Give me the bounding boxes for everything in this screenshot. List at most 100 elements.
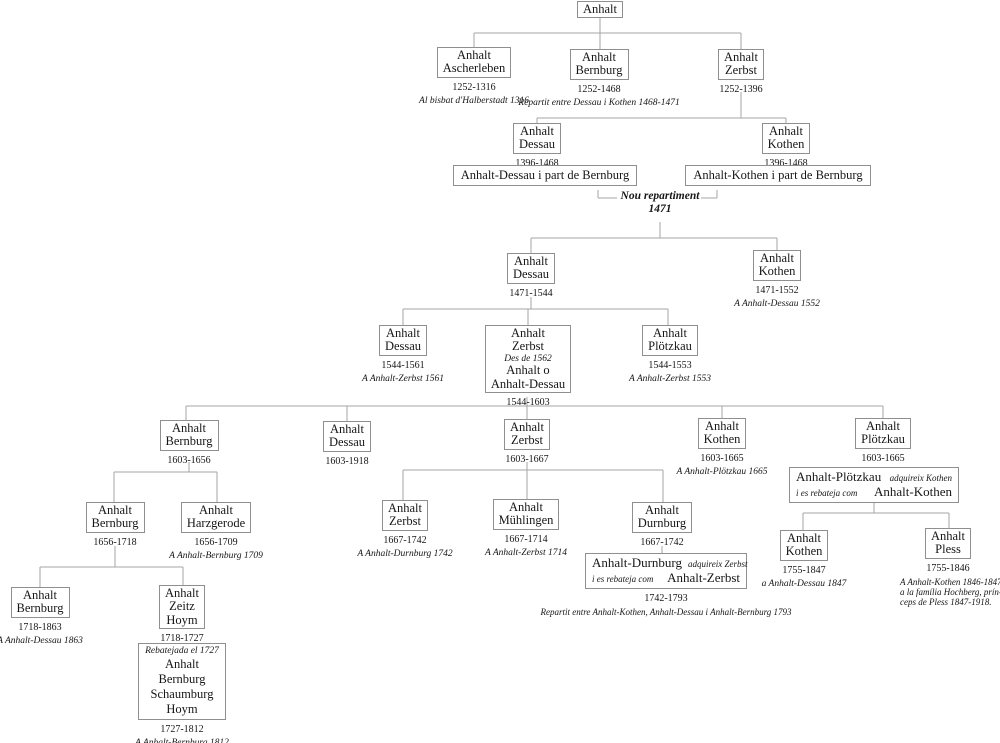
rename-new-name: Anhalt-Zerbst xyxy=(667,569,740,585)
node-title-2: Anhalt o Anhalt-Dessau xyxy=(490,363,566,391)
node-anhalt-dessau-1544: Anhalt Dessau 1544-1561 A Anhalt-Zerbst … xyxy=(333,325,473,384)
node-anhalt-kothen-1603: Anhalt Kothen 1603-1665 A Anhalt-Plötzka… xyxy=(647,418,797,477)
node-box: Anhalt Dessau xyxy=(322,421,372,452)
node-dates: 1396-1468 xyxy=(515,157,559,169)
node-title: Anhalt Bernburg xyxy=(165,421,213,449)
node-note: A Anhalt-Bernburg 1812 xyxy=(135,737,229,743)
node-box: Anhalt xyxy=(576,1,624,19)
node-anhalt-dessau-1603: Anhalt Dessau 1603-1918 xyxy=(297,421,397,467)
node-durnburg-rename: Anhalt-Durnburg adquireix Zerbst i es re… xyxy=(506,553,826,617)
node-box: Anhalt Mühlingen xyxy=(492,499,560,530)
node-note: A Anhalt-Zerbst 1714 xyxy=(485,547,567,558)
node-title: Anhalt Zerbst xyxy=(510,326,545,354)
node-anhalt-bernburg-1718: Anhalt Bernburg 1718-1863 A Anhalt-Dessa… xyxy=(0,587,88,646)
node-note: a Anhalt-Dessau 1847 xyxy=(761,578,847,589)
node-box: Anhalt Pless xyxy=(924,528,972,559)
node-box: Anhalt Zerbst xyxy=(717,49,765,80)
node-dates: 1727-1812 xyxy=(160,723,204,735)
rename-action: adquireix Zerbst xyxy=(688,559,748,569)
node-anhalt-bernburg-schaumburg-hoym: Rebatejada el 1727 Anhalt Bernburg Schau… xyxy=(117,643,247,743)
node-anhalt-bernburg-1656: Anhalt Bernburg 1656-1718 xyxy=(65,502,165,548)
node-box: Anhalt Kothen xyxy=(779,530,829,561)
node-note: A Anhalt-Dessau 1863 xyxy=(0,635,83,646)
node-anhalt-bernburg-1252: Anhalt Bernburg 1252-1468 Repartit entre… xyxy=(489,49,709,108)
node-title: Anhalt Zerbst xyxy=(387,501,423,529)
node-anhalt-ascherleben: Anhalt Ascherleben 1252-1316 Al bisbat d… xyxy=(389,47,559,106)
node-dates: 1755-1846 xyxy=(926,562,970,574)
node-box: Anhalt Durnburg xyxy=(631,502,693,533)
node-note: A Anhalt-Durnburg 1742 xyxy=(357,548,453,559)
node-title: Anhalt Dessau xyxy=(384,326,422,354)
node-note: A Anhalt-Dessau 1552 xyxy=(734,298,820,309)
node-dates: 1718-1727 xyxy=(160,632,204,644)
node-title: Anhalt Kothen xyxy=(703,419,741,447)
node-title: Anhalt Dessau xyxy=(328,422,366,450)
node-box: Anhalt Zerbst xyxy=(503,419,551,450)
node-title: Anhalt Kothen xyxy=(785,531,823,559)
node-dates: 1603-1918 xyxy=(325,455,369,467)
node-box: Anhalt Zerbst xyxy=(381,500,429,531)
node-dates: 1667-1714 xyxy=(504,533,548,545)
node-note: Repartit entre Anhalt-Kothen, Anhalt-Des… xyxy=(540,606,792,617)
node-anhalt-harzgerode: Anhalt Harzgerode 1656-1709 A Anhalt-Ber… xyxy=(141,502,291,561)
rename-old-name: Anhalt-Durnburg xyxy=(592,555,683,570)
node-dates: 1252-1468 xyxy=(577,83,621,95)
repartiment-line1: Nou repartiment xyxy=(620,190,700,202)
node-dates: 1603-1667 xyxy=(505,453,549,465)
node-box: Anhalt Kothen xyxy=(697,418,747,449)
node-title: Anhalt Pless xyxy=(930,529,966,557)
node-dates: 1667-1742 xyxy=(383,534,427,546)
node-dates: 1755-1847 xyxy=(782,564,826,576)
node-dates: 1544-1561 xyxy=(381,359,425,371)
node-plotzkau-rename: Anhalt-Plötzkau adquireix Kothen i es re… xyxy=(789,467,959,503)
node-box: Anhalt-Kothen i part de Bernburg xyxy=(685,165,871,186)
node-box: Anhalt-Durnburg adquireix Zerbst i es re… xyxy=(585,553,747,589)
node-anhalt-dessau-1396: Anhalt Dessau 1396-1468 xyxy=(487,123,587,169)
node-title: Anhalt Zeitz Hoym xyxy=(164,586,200,627)
node-dates: 1544-1603 xyxy=(506,396,550,408)
node-note: Al bisbat d'Halberstadt 1316 xyxy=(419,95,529,106)
node-title: Anhalt Bernburg Schaumburg Hoym xyxy=(150,656,214,716)
node-note: A Anhalt-Zerbst 1553 xyxy=(629,373,711,384)
node-anhalt-kothen-1755: Anhalt Kothen 1755-1847 a Anhalt-Dessau … xyxy=(739,530,869,589)
node-dates: 1603-1665 xyxy=(861,452,905,464)
rename-action-2: i es rebateja com xyxy=(592,573,654,584)
node-dates: 1656-1718 xyxy=(93,536,137,548)
node-box: Anhalt Bernburg xyxy=(85,502,145,533)
node-box: Anhalt Dessau xyxy=(378,325,428,356)
node-dates: 1252-1316 xyxy=(452,81,496,93)
node-anhalt-dessau-part: Anhalt-Dessau i part de Bernburg xyxy=(445,165,645,186)
node-dates: 1603-1665 xyxy=(700,452,744,464)
rename-action: adquireix Kothen xyxy=(889,473,952,483)
node-note: A Anhalt-Zerbst 1561 xyxy=(362,373,444,384)
node-title: Anhalt Zerbst xyxy=(723,50,759,78)
node-anhalt-plotzkau-1603: Anhalt Plötzkau 1603-1665 xyxy=(833,418,933,464)
node-box: Anhalt Zerbst Des de 1562 Anhalt o Anhal… xyxy=(484,325,572,393)
rename-action-2: i es rebateja com xyxy=(796,487,858,498)
node-title: Anhalt Kothen xyxy=(758,251,796,279)
node-title: Anhalt Harzgerode xyxy=(186,503,246,531)
node-anhalt-pless: Anhalt Pless 1755-1846 A Anhalt-Kothen 1… xyxy=(888,528,1000,607)
node-box: Anhalt Bernburg xyxy=(159,420,219,451)
rename-old-name: Anhalt-Plötzkau xyxy=(796,469,882,484)
node-anhalt-zerbst-1544: Anhalt Zerbst Des de 1562 Anhalt o Anhal… xyxy=(468,325,588,408)
node-dates: 1544-1553 xyxy=(648,359,692,371)
rename-new-name: Anhalt-Kothen xyxy=(874,483,952,499)
node-box: Anhalt Dessau xyxy=(512,123,562,154)
node-box: Anhalt Kothen xyxy=(752,250,802,281)
node-anhalt-durnburg: Anhalt Durnburg 1667-1742 xyxy=(612,502,712,548)
node-box: Anhalt Dessau xyxy=(506,253,556,284)
node-box: Rebatejada el 1727 Anhalt Bernburg Schau… xyxy=(138,643,226,720)
node-box: Anhalt Kothen xyxy=(761,123,811,154)
node-box: Anhalt Ascherleben xyxy=(436,47,512,78)
node-dates: 1656-1709 xyxy=(194,536,238,548)
node-title: Anhalt Bernburg xyxy=(91,503,139,531)
node-dates: 1667-1742 xyxy=(640,536,684,548)
node-dates: 1471-1552 xyxy=(755,284,799,296)
node-dates: 1603-1656 xyxy=(167,454,211,466)
node-anhalt-kothen-part: Anhalt-Kothen i part de Bernburg xyxy=(678,165,878,186)
node-anhalt-zeitz-hoym: Anhalt Zeitz Hoym 1718-1727 xyxy=(132,585,232,644)
node-dates: 1396-1468 xyxy=(764,157,808,169)
label-nou-repartiment: Nou repartiment 1471 xyxy=(590,190,730,216)
